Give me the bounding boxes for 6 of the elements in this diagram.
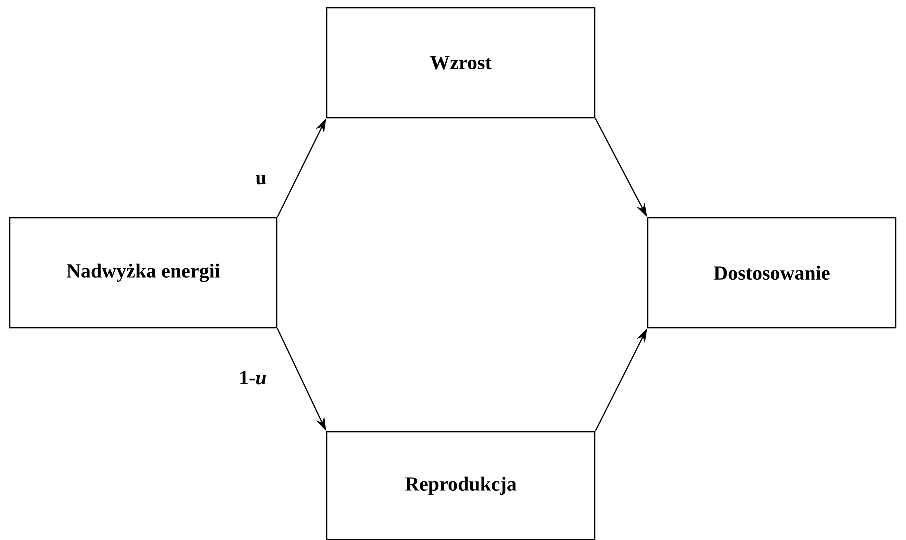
process-box: Reprodukcja: [326, 431, 596, 540]
process-box: Wzrost: [326, 7, 596, 119]
process-box: Nadwyżka energii: [9, 217, 278, 329]
edge-label: 1-u: [240, 371, 266, 385]
process-box: Dostosowanie: [647, 217, 897, 329]
edge-label: u: [256, 175, 266, 185]
